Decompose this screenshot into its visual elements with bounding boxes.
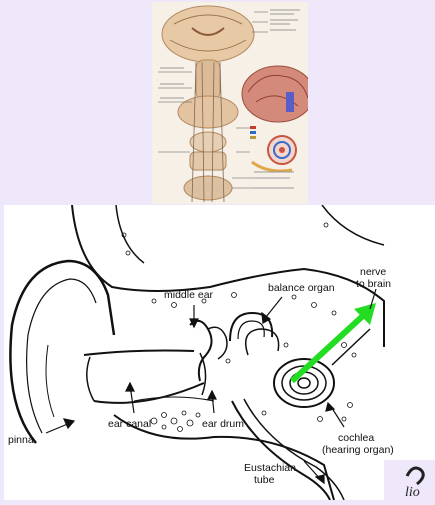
label-nerve-line2: to brain	[356, 278, 391, 290]
label-cochlea-line2: (hearing organ)	[322, 444, 394, 456]
label-balance-organ: balance organ	[268, 282, 335, 294]
label-eustachian-line1: Eustachian	[244, 462, 296, 474]
label-nerve-line1: nerve	[360, 266, 386, 278]
label-cochlea-line1: cochlea	[338, 432, 374, 444]
label-ear-drum: ear drum	[202, 418, 244, 430]
ear-diagram-drawing: middle ear balance organ nerve to brain …	[4, 205, 435, 500]
ear-diagram: middle ear balance organ nerve to brain …	[4, 205, 435, 500]
label-pinna: pinna	[8, 434, 34, 446]
brain-pathway-drawing	[152, 2, 308, 204]
label-ear-canal: ear canal	[108, 418, 151, 430]
brain-pathway-illustration	[152, 2, 308, 204]
highlight-region	[286, 92, 294, 112]
label-eustachian-line2: tube	[254, 474, 275, 486]
brainstem	[196, 60, 220, 100]
corner-fragment-text: lio	[405, 485, 420, 500]
spinal-section	[184, 176, 232, 200]
corner-logo-fragment: lio	[403, 462, 435, 500]
label-middle-ear: middle ear	[164, 289, 214, 301]
pons-section	[178, 96, 238, 128]
brain-side-view	[242, 66, 308, 122]
